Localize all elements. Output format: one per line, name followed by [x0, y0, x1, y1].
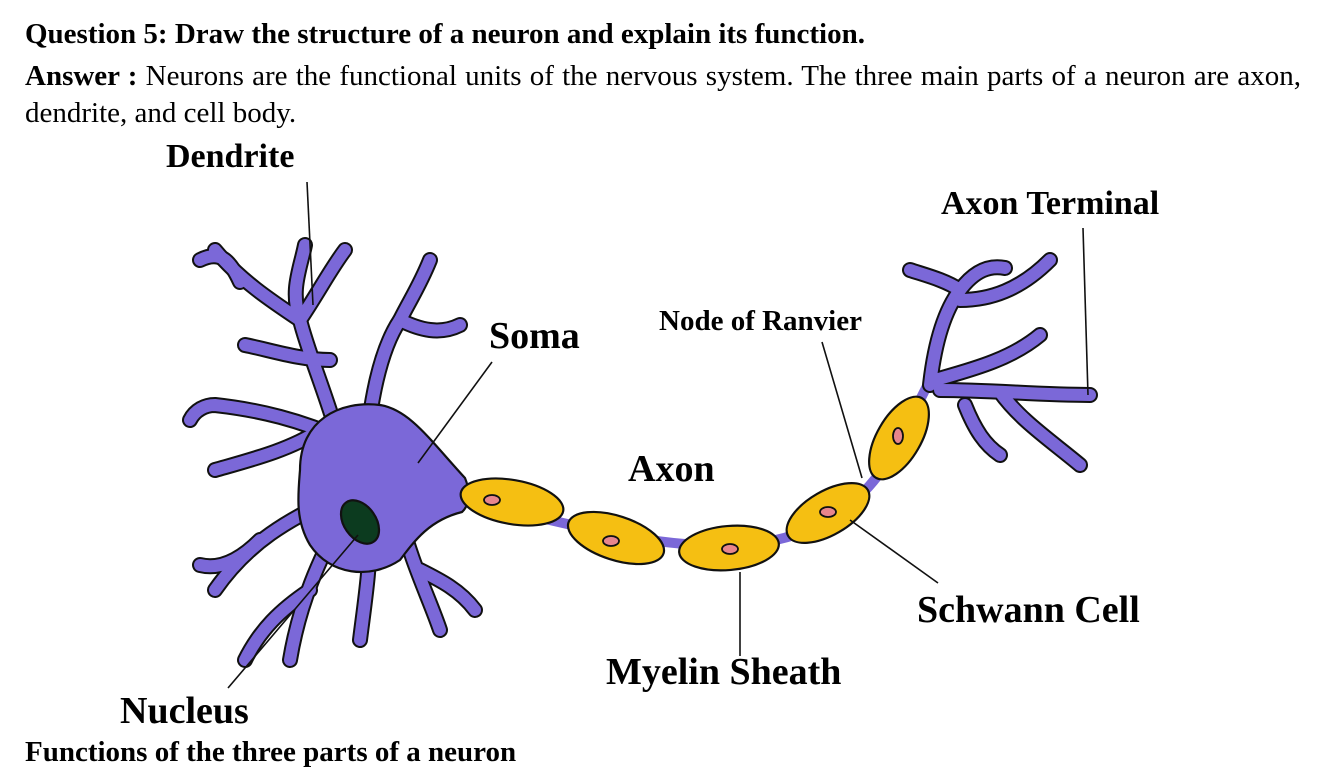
myelin-segment	[459, 477, 565, 527]
label-pointers	[227, 181, 1089, 689]
label-axon-terminal: Axon Terminal	[941, 185, 1159, 222]
neuron-body	[182, 237, 1098, 668]
schwann-nuclei	[483, 427, 904, 555]
answer-paragraph: Answer : Neurons are the functional unit…	[25, 58, 1301, 132]
answer-text: Neurons are the functional units of the …	[25, 60, 1301, 129]
next-section-heading: Functions of the three parts of a neuron	[25, 736, 517, 768]
nucleus-shape	[339, 499, 381, 545]
question-title: Question 5: Draw the structure of a neur…	[25, 18, 865, 50]
label-myelin-sheath: Myelin Sheath	[606, 651, 841, 693]
label-schwann-cell: Schwann Cell	[917, 589, 1140, 631]
label-nucleus: Nucleus	[120, 690, 249, 732]
label-soma: Soma	[489, 315, 580, 357]
label-node-of-ranvier: Node of Ranvier	[659, 305, 862, 337]
answer-label: Answer :	[25, 60, 138, 92]
soma-body	[297, 403, 470, 574]
label-axon: Axon	[628, 448, 715, 490]
axon-terminal-fill	[904, 254, 1096, 471]
label-dendrite: Dendrite	[166, 138, 294, 175]
neuron-diagram: Dendrite Axon Terminal Soma Node of Ranv…	[120, 138, 1159, 732]
